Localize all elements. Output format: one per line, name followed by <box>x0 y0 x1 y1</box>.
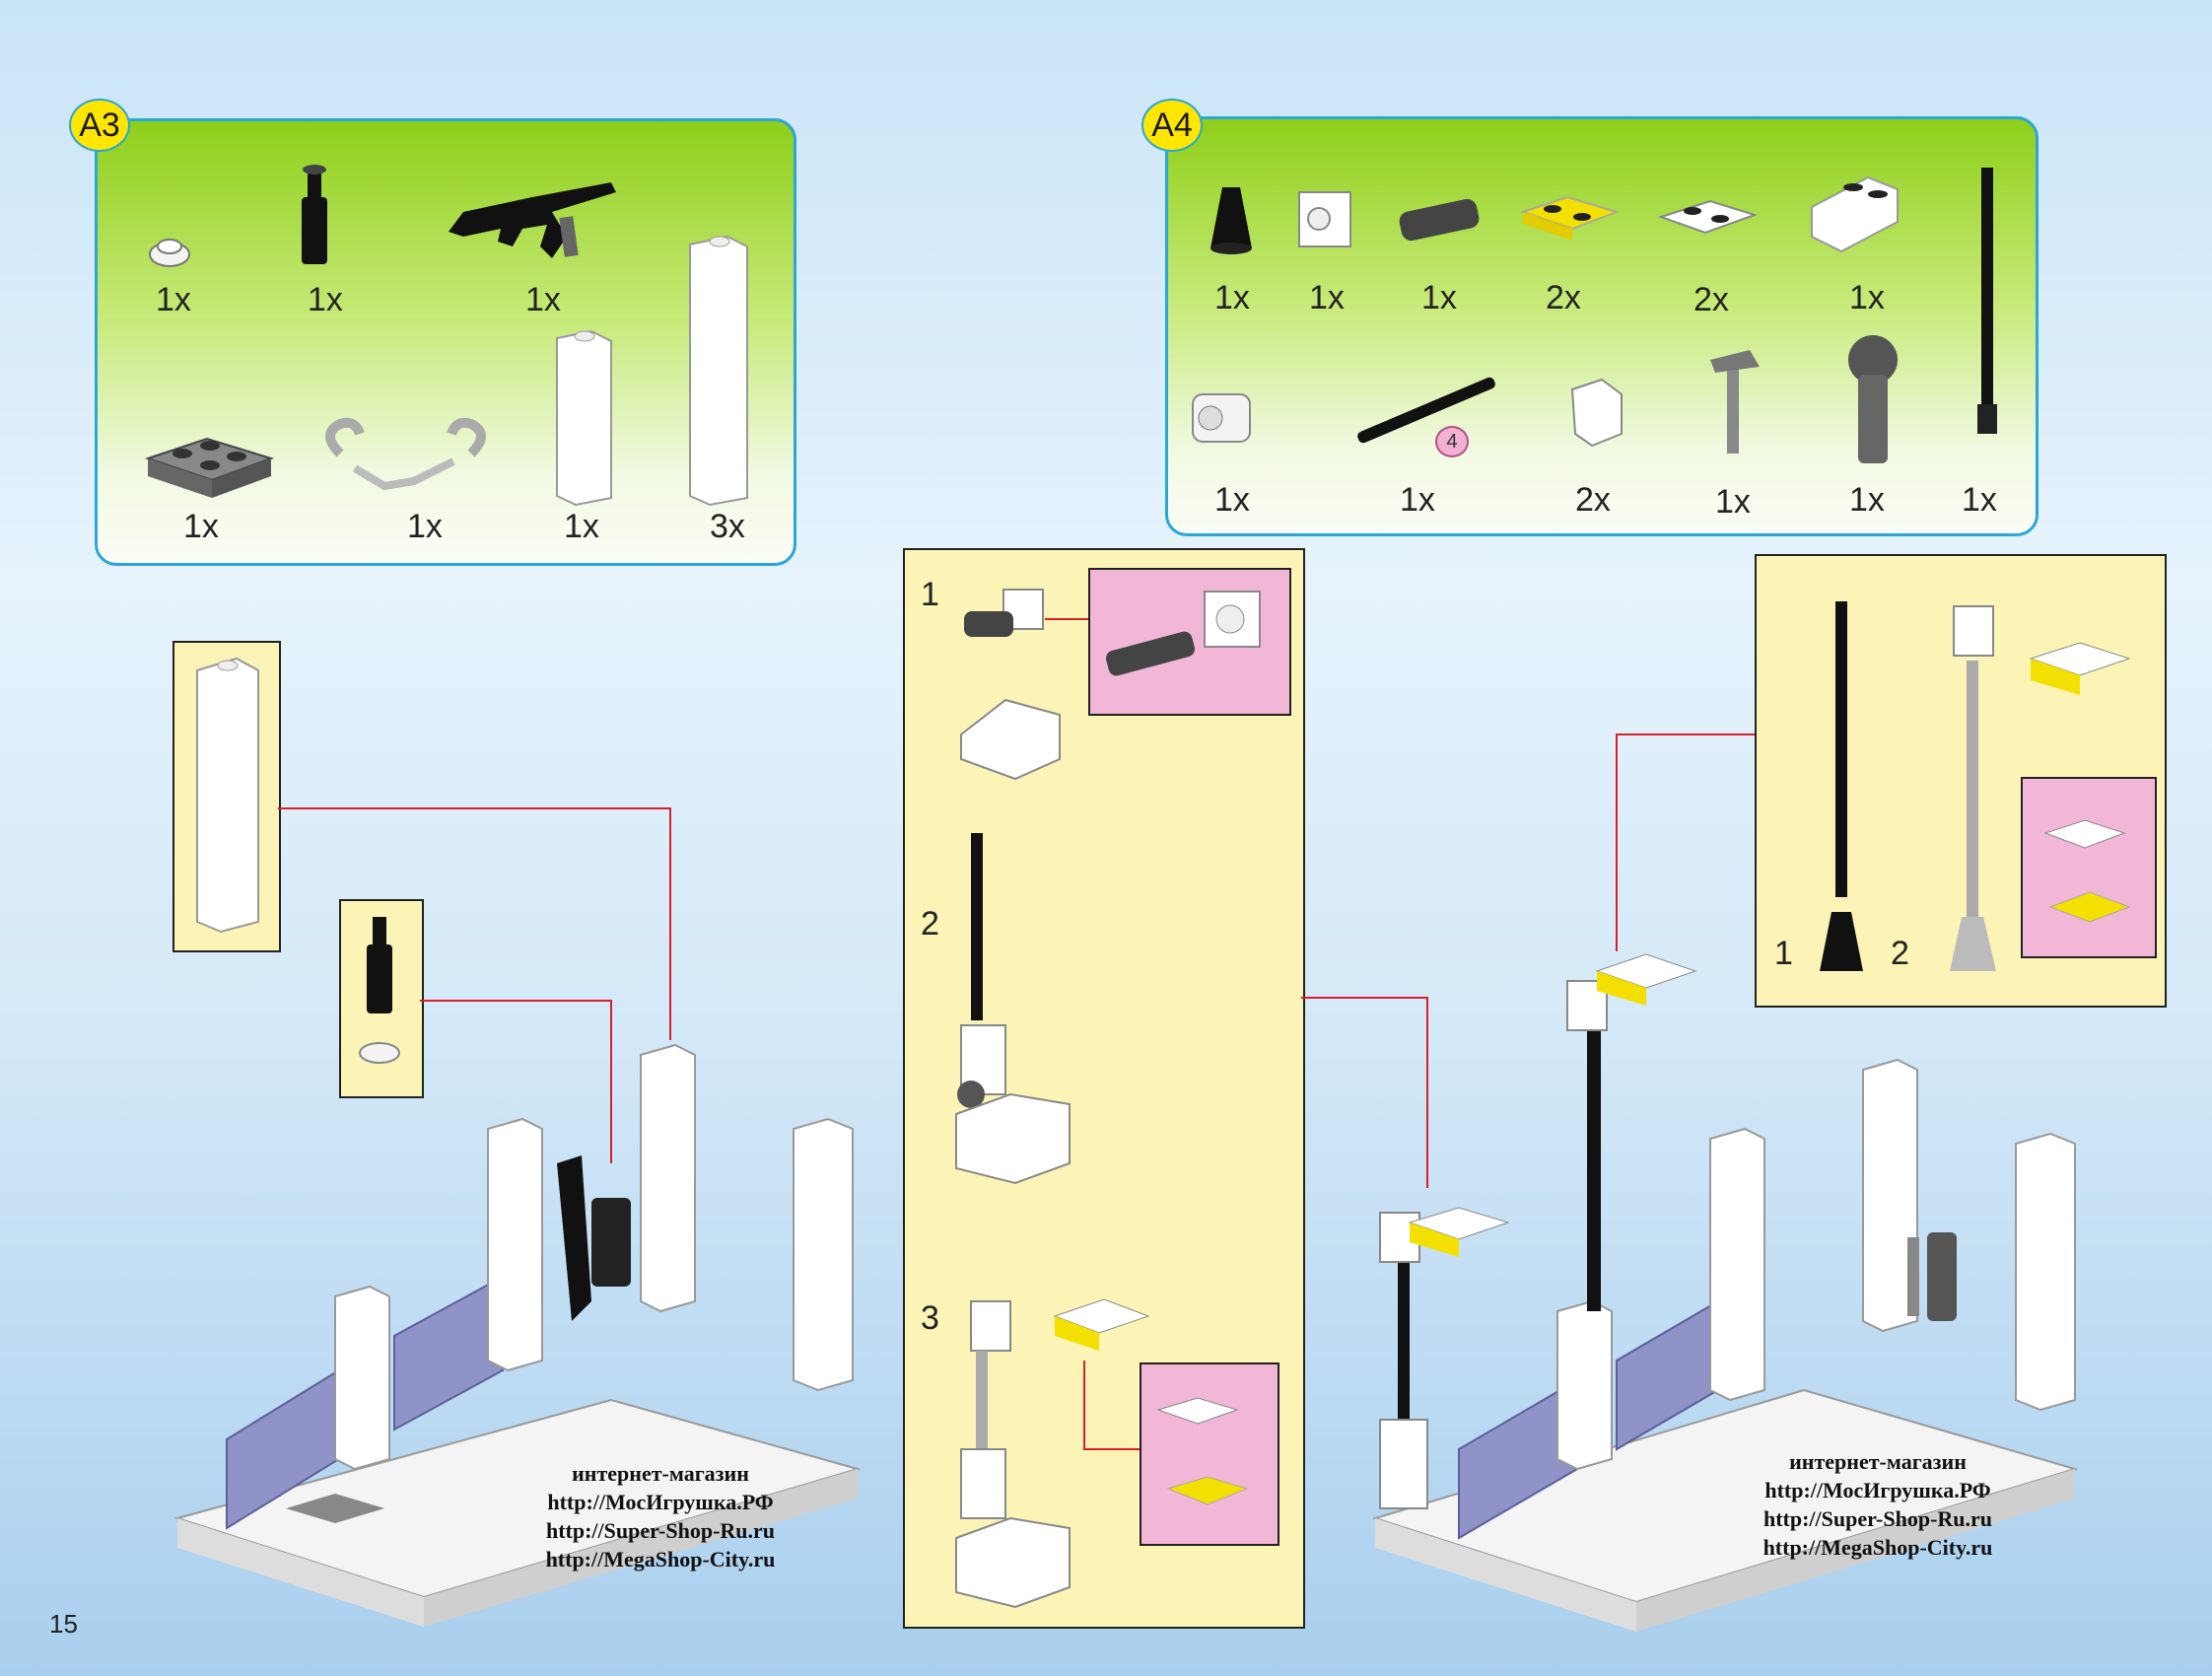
a3-qty-round-plate: 1x <box>156 281 191 318</box>
a4-qty-saw-tool: 1x <box>1849 481 1885 519</box>
watermark-right: интернет-магазин http://МосИгрушка.РФ ht… <box>1720 1447 2036 1562</box>
watermark-left-line1: интернет-магазин <box>572 1461 749 1486</box>
a3-qty-rifle: 1x <box>525 281 561 318</box>
a4-qty-cone: 1x <box>1214 279 1250 316</box>
center-step-2: 2 <box>921 905 939 943</box>
right-step2-subcallout <box>2021 777 2157 958</box>
center-step-1: 1 <box>921 576 939 613</box>
step3-subcallout <box>1140 1362 1279 1546</box>
panel-a4-badge: A4 <box>1141 99 1203 152</box>
a4-qty-long-bar: 1x <box>1962 481 1997 519</box>
parts-panel-a3 <box>95 118 796 566</box>
center-step-3: 3 <box>921 1299 939 1337</box>
watermark-left-line3: http://Super-Shop-Ru.ru <box>545 1518 776 1543</box>
right-lamppost-tall <box>1566 953 1697 1311</box>
step1-subcallout <box>1088 568 1291 716</box>
left-rifle-icon <box>557 1155 591 1321</box>
page-number: 15 <box>49 1609 78 1639</box>
a4-qty-yellow-plate: 2x <box>1546 279 1581 316</box>
left-columns-icon <box>334 1043 854 1471</box>
a4-qty-technic-brick: 1x <box>1309 279 1345 316</box>
piece-marker-circle: 4 <box>1435 426 1469 457</box>
watermark-right-line2: http://МосИгрушка.РФ <box>1764 1478 1991 1502</box>
right-lamppost-short <box>1379 1207 1510 1509</box>
watermark-right-line4: http://MegaShop-City.ru <box>1763 1535 1993 1560</box>
right-step-2: 2 <box>1891 935 1909 972</box>
right-tools-icon <box>1907 1232 1957 1321</box>
a4-qty-clip-plate: 2x <box>1694 281 1729 318</box>
right-step-1: 1 <box>1774 935 1793 972</box>
a4-qty-technic-connector: 1x <box>1214 481 1250 519</box>
a3-qty-short-column: 1x <box>564 508 599 545</box>
right-fence-icon <box>1458 1290 1736 1540</box>
a3-qty-telescope: 1x <box>308 281 343 318</box>
a4-qty-pin-connector: 1x <box>1421 279 1457 316</box>
watermark-left: интернет-магазин http://МосИгрушка.РФ ht… <box>503 1459 818 1573</box>
a3-qty-grey-plate: 1x <box>183 508 219 545</box>
panel-a3-badge: A3 <box>69 99 130 152</box>
watermark-left-line2: http://МосИгрушка.РФ <box>547 1490 774 1514</box>
a4-qty-hammer: 1x <box>1715 483 1751 521</box>
right-columns-icon <box>1556 1058 2076 1471</box>
callout-telescope <box>339 899 424 1098</box>
callout-column <box>173 641 281 952</box>
a3-qty-tall-column: 3x <box>710 508 745 545</box>
watermark-left-line4: http://MegaShop-City.ru <box>545 1547 776 1571</box>
a4-qty-lamp-holder: 2x <box>1575 481 1611 519</box>
watermark-right-line3: http://Super-Shop-Ru.ru <box>1763 1506 1993 1531</box>
left-telescope-icon <box>591 1198 631 1287</box>
a4-qty-slope-brick: 1x <box>1849 279 1885 316</box>
a4-qty-black-rod: 1x <box>1400 481 1435 519</box>
watermark-right-line1: интернет-магазин <box>1789 1449 1967 1474</box>
left-fence-icon <box>226 1275 504 1530</box>
a3-qty-handcuffs: 1x <box>407 508 443 545</box>
parts-panel-a4 <box>1165 116 2039 536</box>
